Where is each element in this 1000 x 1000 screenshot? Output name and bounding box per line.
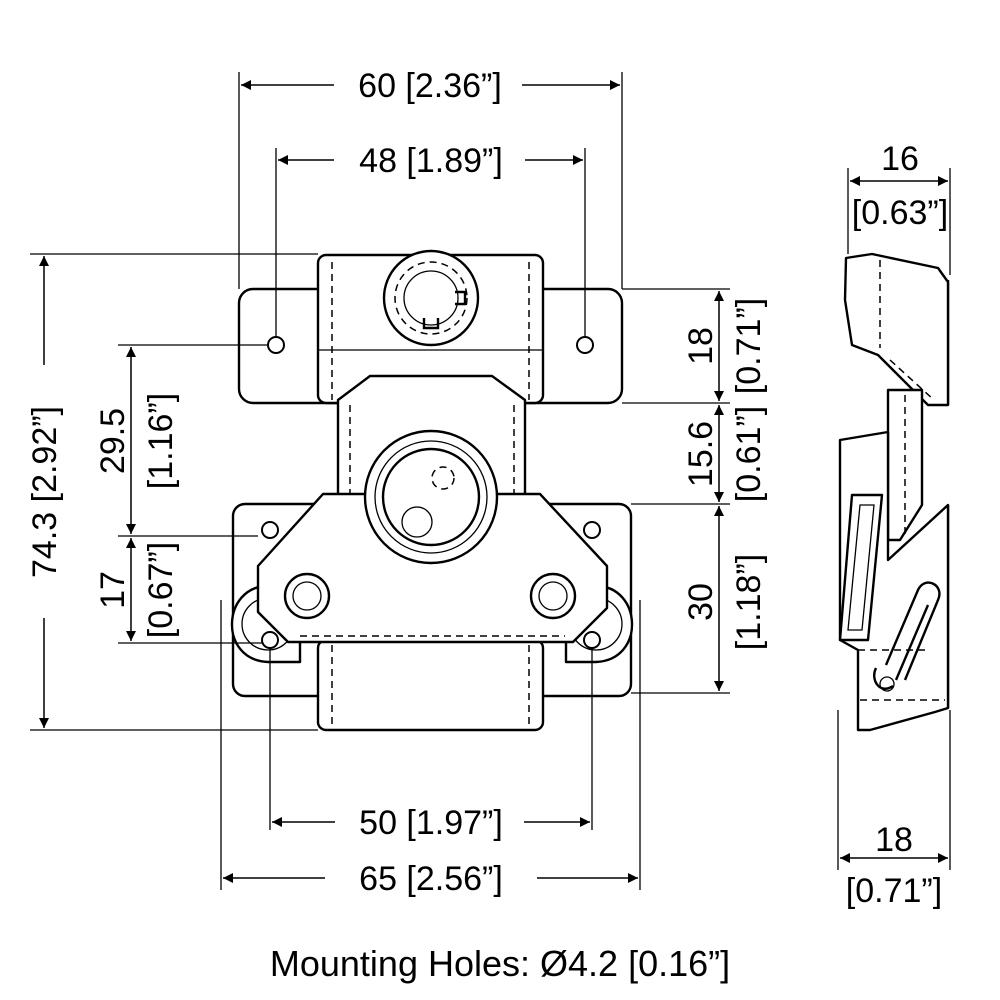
- dim-side-depth-bottom: 18: [875, 821, 913, 859]
- mounting-hole-icon: [583, 521, 601, 539]
- lock-cylinder: [382, 249, 480, 347]
- dim-overall-width-top: 60 [2.36”]: [358, 67, 502, 105]
- butterfly-handle: [256, 429, 609, 644]
- dimension-labels: 60 [2.36”] 48 [1.89”] 50 [1.97”] 65 [2.5…: [26, 67, 948, 984]
- dim-overall-height: 74.3 [2.92”]: [26, 406, 64, 578]
- dim-side-depth-bottom-in: [0.71”]: [846, 872, 942, 910]
- dim-bottom-hole-spacing: 50 [1.97”]: [359, 804, 503, 842]
- dim-gap: 15.6: [682, 421, 720, 487]
- dim-overall-width-bottom: 65 [2.56”]: [359, 860, 503, 898]
- dim-keeper-to-catch: 29.5: [94, 408, 132, 474]
- mounting-hole-icon: [576, 336, 594, 354]
- extension-lines: [30, 72, 951, 890]
- dim-catch-hole-offset: 17: [94, 571, 132, 609]
- mounting-hole-icon: [261, 521, 279, 539]
- dim-side-depth-top-in: [0.63”]: [852, 194, 948, 232]
- dim-keeper-height: 18: [682, 327, 720, 365]
- dim-side-depth-top: 16: [881, 140, 919, 178]
- mounting-hole-icon: [267, 336, 285, 354]
- dim-top-hole-spacing: 48 [1.89”]: [359, 142, 503, 180]
- keeper-plate: [237, 249, 624, 405]
- turn-knob: [363, 429, 499, 565]
- mounting-hole-icon: [583, 631, 601, 649]
- dim-gap-in: [0.61”]: [730, 406, 768, 502]
- dim-keeper-height-in: [0.71”]: [730, 298, 768, 394]
- side-view: [838, 252, 950, 732]
- mounting-holes-note: Mounting Holes: Ø4.2 [0.16”]: [270, 943, 730, 984]
- front-view: [230, 249, 634, 732]
- dim-catch-height: 30: [682, 583, 720, 621]
- mounting-hole-icon: [261, 631, 279, 649]
- dimension-lines: [39, 80, 948, 883]
- dim-catch-hole-offset-in: [0.67”]: [142, 542, 180, 638]
- dim-keeper-to-catch-in: [1.16”]: [142, 393, 180, 489]
- dim-catch-height-in: [1.18”]: [730, 554, 768, 650]
